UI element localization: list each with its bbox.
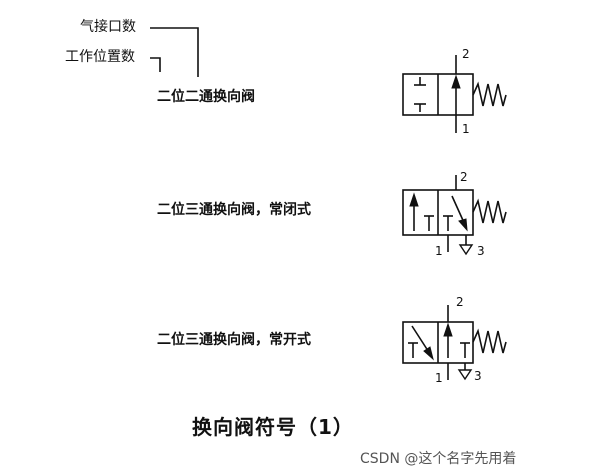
valve-3-2-nc-symbol bbox=[402, 175, 507, 252]
flow-arrowhead bbox=[451, 74, 461, 89]
flow-arrowhead bbox=[458, 218, 468, 232]
valve-label-3-2-no: 二位三通换向阀，常开式 bbox=[157, 332, 311, 348]
valve-2-2-symbol bbox=[402, 55, 507, 133]
leader-line-ports bbox=[150, 27, 199, 77]
port-number: 3 bbox=[474, 369, 482, 383]
flow-arrowhead bbox=[443, 322, 453, 337]
port-number: 1 bbox=[435, 244, 443, 258]
port-number: 1 bbox=[462, 122, 470, 136]
watermark: CSDN @这个名字先用着 bbox=[360, 451, 517, 467]
leader-line-positions bbox=[150, 57, 161, 72]
exhaust-triangle bbox=[457, 369, 473, 381]
port-number: 2 bbox=[460, 170, 468, 184]
port-number: 1 bbox=[435, 371, 443, 385]
ports-count-label: 气接口数 bbox=[80, 19, 136, 35]
figure-caption: 换向阀符号（1） bbox=[192, 415, 354, 439]
exhaust-triangle bbox=[458, 244, 474, 256]
valve-label-3-2-nc: 二位三通换向阀，常闭式 bbox=[157, 202, 311, 218]
valve-label-2-2: 二位二通换向阀 bbox=[157, 89, 255, 105]
positions-count-label: 工作位置数 bbox=[65, 49, 135, 65]
port-number: 3 bbox=[477, 244, 485, 258]
valve-3-2-no-symbol bbox=[402, 305, 507, 380]
flow-arrowhead bbox=[423, 346, 434, 361]
port-number: 2 bbox=[462, 47, 470, 61]
port-number: 2 bbox=[456, 295, 464, 309]
flow-arrowhead bbox=[409, 192, 419, 207]
